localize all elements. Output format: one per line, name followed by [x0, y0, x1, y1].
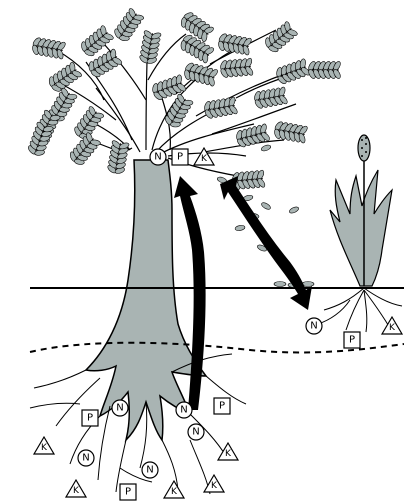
potassium-symbol: K: [218, 443, 238, 460]
nitrogen-symbol-label: N: [154, 152, 161, 163]
phosphorus-symbol-label: P: [349, 335, 355, 346]
nitrogen-symbol: N: [176, 402, 192, 418]
nitrogen-symbol-label: N: [146, 465, 153, 476]
leaf-cluster: [307, 60, 342, 79]
phosphorus-symbol-label: P: [87, 413, 93, 424]
phosphorus-symbol-label: P: [125, 487, 131, 498]
nitrogen-symbol: N: [78, 450, 94, 466]
nitrogen-symbol-label: N: [82, 453, 89, 464]
leaf-cluster: [261, 19, 300, 56]
phosphorus-symbol: P: [214, 398, 230, 414]
phosphorus-symbol: P: [344, 332, 360, 348]
nitrogen-symbol: N: [150, 149, 166, 165]
nitrogen-symbol: N: [188, 424, 204, 440]
potassium-symbol: K: [164, 481, 184, 498]
nitrogen-symbol: N: [306, 318, 322, 334]
leaf-cluster: [218, 57, 254, 79]
falling-litter: [216, 144, 314, 288]
phosphorus-symbol-label: P: [219, 401, 225, 412]
leaf-cluster: [30, 36, 67, 61]
nitrogen-symbol-label: N: [310, 321, 317, 332]
nitrogen-symbol: N: [112, 400, 128, 416]
leaf-cluster: [106, 139, 131, 176]
leaf-cluster: [202, 95, 239, 120]
small-plant-seed-head: [358, 135, 370, 161]
small-plant-leaves: [330, 170, 392, 286]
phosphorus-symbol-label: P: [177, 152, 183, 163]
nitrogen-symbol-label: N: [180, 405, 187, 416]
nitrogen-symbol-label: N: [116, 403, 123, 414]
leaf-cluster: [216, 32, 253, 57]
phosphorus-symbol: P: [172, 149, 188, 165]
nitrogen-symbol-label: N: [192, 427, 199, 438]
leaf-cluster: [252, 85, 289, 110]
leaf-cluster: [111, 6, 147, 45]
phosphorus-symbol: P: [120, 484, 136, 500]
phosphorus-symbol: P: [82, 410, 98, 426]
litter-return-arrow: [220, 176, 312, 310]
small-plant: [318, 135, 402, 332]
leaf-cluster: [138, 29, 163, 66]
leaf-cluster: [273, 57, 312, 87]
potassium-symbol: K: [66, 480, 86, 497]
potassium-symbol: K: [34, 437, 54, 454]
nitrogen-symbol: N: [142, 462, 158, 478]
